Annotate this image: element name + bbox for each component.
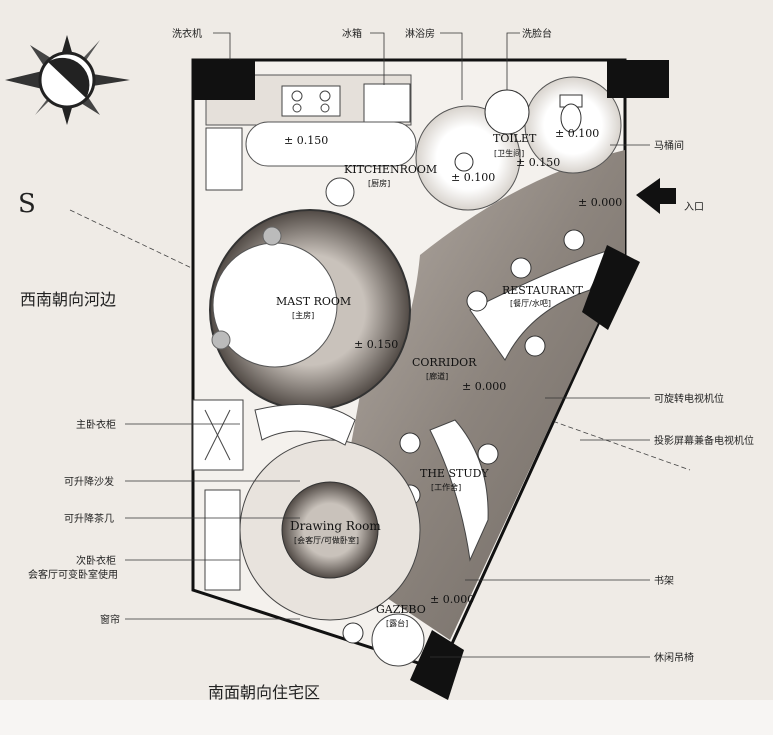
hammock-label: 休闲吊椅 (654, 651, 694, 664)
study-desk (429, 419, 489, 562)
fridge-icon (363, 83, 411, 123)
projector-label: 投影屏幕兼备电视机位 (654, 434, 754, 447)
restaurant-name: RESTAURANT (502, 284, 584, 297)
entrance-arrow-icon (636, 178, 676, 214)
lift-table-label: 可升降茶几 (64, 512, 114, 525)
toilet-room-label: 马桶间 (654, 139, 684, 152)
second-wardrobe-note: 会客厅可变卧室使用 (28, 568, 118, 581)
rotating-tv-label: 可旋转电视机位 (654, 392, 724, 405)
compass-letter: S (18, 189, 36, 219)
washer-label: 洗衣机 (172, 27, 202, 40)
toilet-cn: [卫生间] (494, 148, 524, 158)
drawing-name: Drawing Room (290, 519, 381, 533)
level-gazebo: ± 0.000 (430, 593, 474, 606)
corridor-cn: [廊道] (426, 371, 448, 381)
lift-sofa-icon (254, 403, 356, 446)
basin-icon (484, 89, 530, 135)
level-toilet-left: ± 0.100 (451, 171, 495, 184)
hammock-icon (371, 613, 425, 667)
basin-label: 洗脸台 (522, 27, 552, 40)
gazebo-name: GAZEBO (376, 603, 426, 616)
shower-drain-icon (454, 152, 474, 172)
lift-sofa-label: 可升降沙发 (64, 475, 114, 488)
bottom-band (0, 700, 773, 735)
lift-table-icon (281, 481, 379, 579)
level-corridor: ± 0.000 (462, 380, 506, 393)
level-entrance: ± 0.000 (578, 196, 622, 209)
southwest-note: 西南朝向河边 (20, 290, 116, 309)
column-block (582, 245, 640, 330)
stove-icon (281, 85, 341, 117)
study-cn: [工作舍] (431, 482, 461, 492)
restaurant-cn: [餐厅/水吧] (510, 298, 551, 308)
curtain-label: 窗帘 (100, 613, 120, 626)
column-block (193, 60, 255, 100)
level-toilet-right: ± 0.100 (555, 127, 599, 140)
column-block (607, 60, 669, 98)
gazebo-cn: [露台] (386, 618, 408, 628)
master-wardrobe-label: 主卧衣柜 (76, 418, 116, 431)
master-name: MAST ROOM (276, 295, 351, 308)
level-master: ± 0.150 (354, 338, 398, 351)
shower-label: 淋浴房 (405, 27, 435, 40)
kitchen-island (245, 121, 417, 167)
column-block (410, 630, 464, 700)
bookshelf-label: 书架 (654, 575, 674, 587)
kitchen-name: KITCHENROOM (344, 163, 437, 176)
kitchen-cn: [厨房] (368, 178, 390, 188)
washer-icon (205, 127, 243, 191)
study-name: THE STUDY (420, 467, 489, 480)
south-note: 南面朝向住宅区 (208, 683, 320, 702)
compass-icon (5, 35, 130, 125)
fridge-label: 冰箱 (342, 27, 362, 40)
level-toilet-mid: ± 0.150 (516, 156, 560, 169)
sink-icon (325, 177, 355, 207)
master-cn: [主房] (292, 310, 314, 320)
second-wardrobe-label: 次卧衣柜 (76, 554, 116, 567)
level-kitchen: ± 0.150 (284, 134, 328, 147)
entrance-label: 入口 (684, 202, 704, 213)
corridor-name: CORRIDOR (412, 356, 477, 369)
drawing-cn: [会客厅/可做卧室] (294, 535, 359, 545)
second-wardrobe-icon (204, 489, 241, 591)
toilet-name: TOILET (493, 132, 537, 145)
